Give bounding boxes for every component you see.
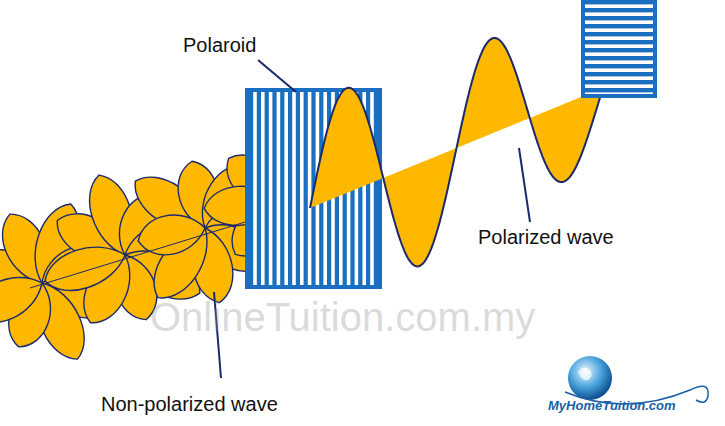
part-label: Non-polarized wave [101, 393, 278, 416]
logo-text: MyHomeTuition.com [548, 398, 676, 413]
part-label: Polarized wave [478, 226, 614, 249]
part-label: Polaroid [183, 34, 256, 57]
logo-globe [565, 356, 708, 404]
watermark: OnlineTuition.com.my [150, 295, 535, 340]
polaroid-horizontal [583, 0, 655, 96]
